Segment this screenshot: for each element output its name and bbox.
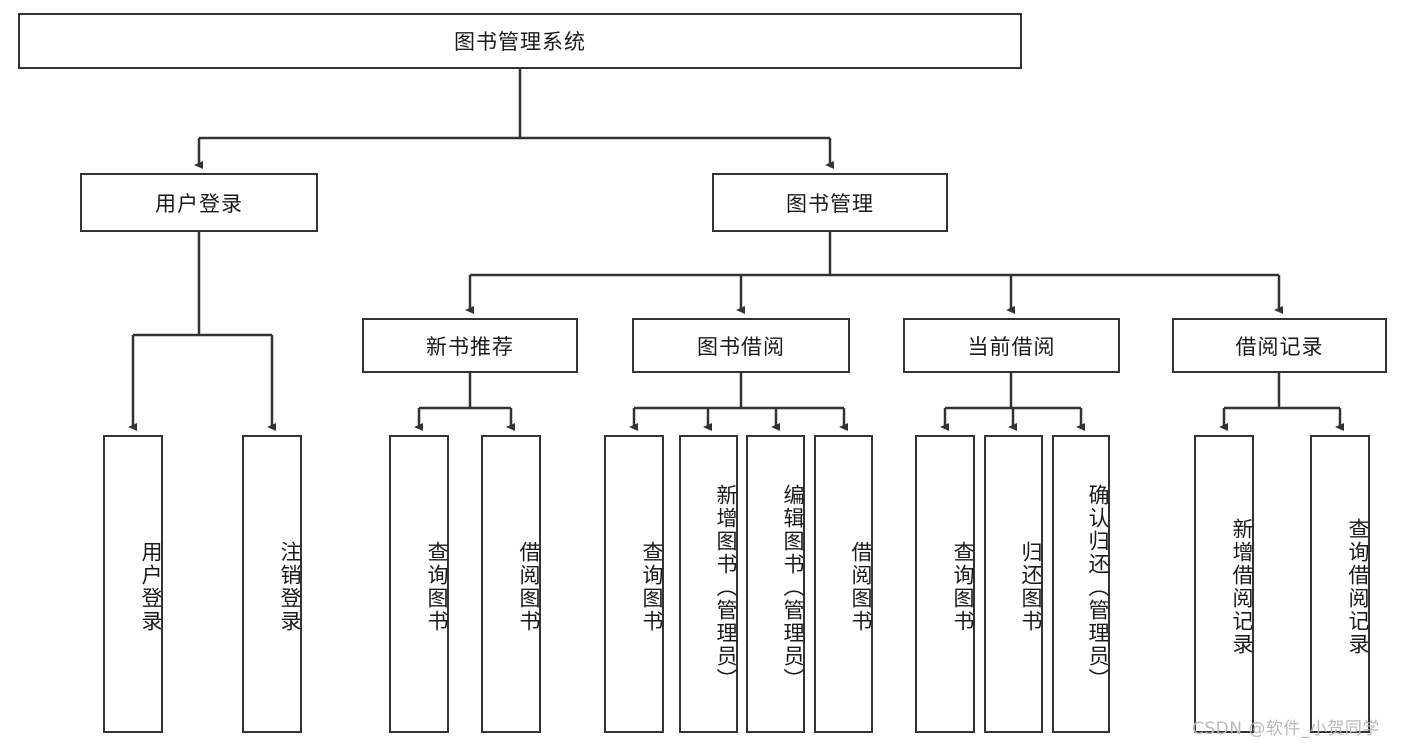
- node-leaf-borrow-book-2[interactable]: 借阅图书: [814, 435, 873, 733]
- node-borrow-record-label: 借阅记录: [1235, 334, 1324, 359]
- node-leaf-query-record[interactable]: 查询借阅记录: [1310, 435, 1370, 733]
- node-borrow-record[interactable]: 借阅记录: [1172, 318, 1387, 373]
- node-current-borrow-label: 当前借阅: [967, 334, 1056, 359]
- node-leaf-add-record-label: 新增借阅记录: [1230, 518, 1254, 656]
- node-leaf-query-book-1[interactable]: 查询图书: [389, 435, 449, 733]
- node-leaf-return-book-label: 归还图书: [1019, 541, 1043, 633]
- node-new-book-recommend[interactable]: 新书推荐: [362, 318, 578, 373]
- node-book-management[interactable]: 图书管理: [712, 173, 948, 232]
- node-leaf-borrow-book-2-label: 借阅图书: [849, 541, 873, 633]
- node-leaf-borrow-book-1-label: 借阅图书: [517, 541, 541, 633]
- node-user-login-label: 用户登录: [155, 191, 243, 216]
- node-leaf-add-book-label: 新增图书（管理员）: [714, 483, 738, 691]
- node-leaf-query-book-1-label: 查询图书: [425, 541, 449, 633]
- node-book-borrow-label: 图书借阅: [697, 334, 785, 359]
- node-leaf-borrow-book-1[interactable]: 借阅图书: [481, 435, 541, 733]
- node-leaf-query-book-3[interactable]: 查询图书: [915, 435, 975, 733]
- node-leaf-confirm-return[interactable]: 确认归还（管理员）: [1052, 435, 1110, 733]
- node-leaf-add-record[interactable]: 新增借阅记录: [1194, 435, 1254, 733]
- node-new-book-recommend-label: 新书推荐: [426, 334, 514, 359]
- node-leaf-query-book-3-label: 查询图书: [951, 541, 975, 633]
- csdn-watermark: CSDN @软件_小贺同学: [1192, 719, 1380, 739]
- node-user-login[interactable]: 用户登录: [80, 173, 318, 232]
- node-leaf-user-login-label: 用户登录: [139, 541, 163, 633]
- node-leaf-user-logout-label: 注销登录: [278, 541, 302, 633]
- node-leaf-return-book[interactable]: 归还图书: [984, 435, 1043, 733]
- node-book-borrow[interactable]: 图书借阅: [632, 318, 850, 373]
- node-root[interactable]: 图书管理系统: [18, 13, 1022, 69]
- node-leaf-query-book-2[interactable]: 查询图书: [604, 435, 664, 733]
- node-leaf-add-book[interactable]: 新增图书（管理员）: [679, 435, 738, 733]
- node-leaf-confirm-return-label: 确认归还（管理员）: [1086, 483, 1110, 691]
- node-book-management-label: 图书管理: [786, 191, 874, 216]
- node-leaf-user-logout[interactable]: 注销登录: [242, 435, 302, 733]
- node-leaf-edit-book-label: 编辑图书（管理员）: [781, 483, 805, 691]
- node-root-label: 图书管理系统: [454, 30, 586, 54]
- node-leaf-edit-book[interactable]: 编辑图书（管理员）: [746, 435, 805, 733]
- node-current-borrow[interactable]: 当前借阅: [903, 318, 1120, 373]
- node-leaf-user-login[interactable]: 用户登录: [103, 435, 163, 733]
- node-leaf-query-record-label: 查询借阅记录: [1346, 518, 1370, 656]
- node-leaf-query-book-2-label: 查询图书: [640, 541, 664, 633]
